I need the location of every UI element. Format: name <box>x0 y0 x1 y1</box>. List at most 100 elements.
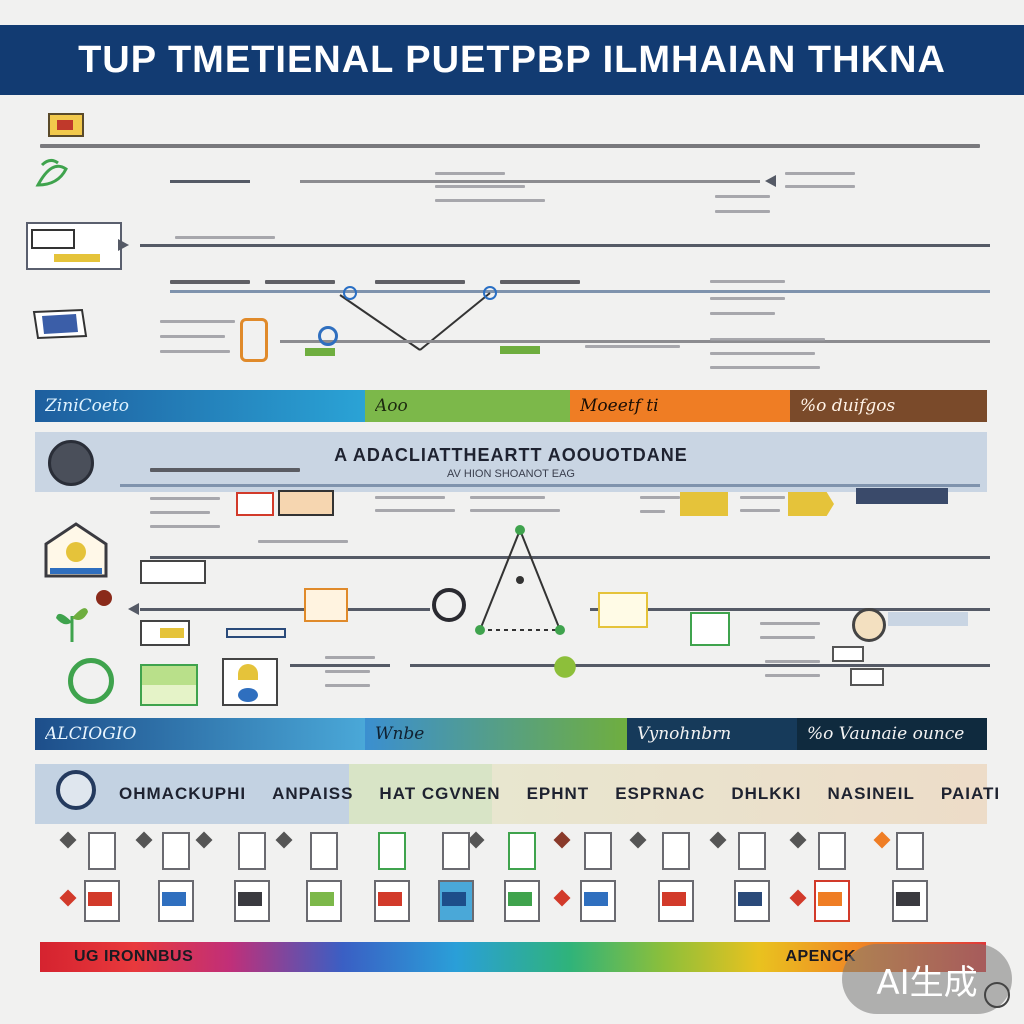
document-icon <box>26 222 122 270</box>
diamond-icon <box>789 889 807 907</box>
caption <box>710 352 815 355</box>
caption <box>740 509 780 512</box>
caption <box>710 280 785 283</box>
band-label: Vynohnbrn <box>637 724 732 744</box>
caption <box>258 540 348 543</box>
seedling-icon <box>52 598 92 644</box>
diamond-icon <box>789 831 807 849</box>
caption <box>325 656 375 659</box>
band-segment: Aoo <box>365 390 570 422</box>
band-label: Wnbe <box>375 724 425 744</box>
caption <box>150 468 300 472</box>
triangle-diagram <box>475 525 565 635</box>
footer-right-label: APENCK <box>785 948 856 965</box>
caption <box>710 297 785 300</box>
product-card <box>436 832 476 927</box>
table-icon <box>140 664 198 706</box>
caption <box>760 622 820 625</box>
band-label: ZiniCoeto <box>45 396 130 416</box>
caption <box>470 496 545 499</box>
plant-icon <box>305 348 335 356</box>
diamond-icon <box>135 831 153 849</box>
band-label: %o duifgos <box>800 396 896 416</box>
product-card <box>232 832 272 927</box>
product-card <box>656 832 696 927</box>
caption <box>150 511 210 514</box>
caption <box>715 210 770 213</box>
caption <box>175 236 275 239</box>
diamond-icon <box>629 831 647 849</box>
title-bar: TUP TMETIENAL PUETPBP ILMHAIAN THKNA <box>0 25 1024 95</box>
status-chip <box>856 488 948 504</box>
flow-line <box>280 340 700 343</box>
band-label: Aoo <box>375 396 408 416</box>
column-heading: HAT CGVNEN <box>379 784 501 803</box>
product-card <box>156 832 196 927</box>
home-icon <box>40 520 112 580</box>
connector-lines <box>339 286 497 351</box>
flow-line <box>590 608 990 611</box>
caption <box>785 172 855 175</box>
band-segment: ALCIOGIO <box>35 718 365 750</box>
plant-icon <box>500 346 540 354</box>
section-3-heading: OHMACKUPHI ANPAISS HAT CGVNEN EPHNT ESPR… <box>35 764 999 824</box>
band-segment: Moeetf ti <box>570 390 790 422</box>
gear-icon <box>318 326 338 346</box>
diamond-icon <box>275 831 293 849</box>
product-card <box>812 832 852 927</box>
footer-bar: UG IRONNBUS APENCK <box>40 942 986 972</box>
product-card <box>502 832 542 927</box>
caption <box>435 199 545 202</box>
column-heading: EPHNT <box>526 784 590 803</box>
caption <box>170 280 250 284</box>
flow-line <box>700 340 990 343</box>
column-heading: OHMACKUPHI <box>119 784 247 803</box>
product-card <box>732 832 772 927</box>
product-card <box>304 832 344 927</box>
caption <box>500 280 580 284</box>
band-segment: ZiniCoeto <box>35 390 365 422</box>
text-row <box>40 144 980 148</box>
caption <box>150 497 220 500</box>
diamond-icon <box>553 889 571 907</box>
status-chip <box>788 492 834 516</box>
plant-icon <box>690 612 730 646</box>
chart-card-icon <box>236 492 274 516</box>
flow-line <box>290 664 390 667</box>
band-label: Moeetf ti <box>580 396 659 416</box>
caption <box>585 345 680 348</box>
monitor-icon <box>32 308 88 340</box>
diamond-icon <box>59 831 77 849</box>
caption <box>265 280 335 284</box>
check-circle-icon <box>68 658 114 704</box>
caption <box>150 525 220 528</box>
folder-icon <box>304 588 348 622</box>
caption <box>760 636 815 639</box>
column-heading: PAIATI <box>940 784 1001 803</box>
product-card <box>578 832 618 927</box>
tool-icon <box>240 318 268 362</box>
power-icon <box>432 588 466 622</box>
caption <box>470 509 560 512</box>
caption <box>325 670 370 673</box>
diamond-icon <box>873 831 891 849</box>
flow-line <box>120 484 980 487</box>
lamp-icon <box>238 664 258 680</box>
flow-line <box>300 180 760 183</box>
band-segment: Wnbe <box>365 718 627 750</box>
caption <box>710 366 820 369</box>
band-segment: %o Vaunaie ounce <box>797 718 987 750</box>
page-title: TUP TMETIENAL PUETPBP ILMHAIAN THKNA <box>78 38 946 81</box>
product-card <box>372 832 412 927</box>
arrow-left-icon <box>128 603 139 615</box>
status-chip <box>850 668 884 686</box>
caption <box>435 172 505 175</box>
globe-icon <box>48 440 94 486</box>
product-card <box>82 832 122 927</box>
section-2-band: ALCIOGIO Wnbe Vynohnbrn %o Vaunaie ounce <box>35 718 987 750</box>
lock-icon <box>56 770 96 810</box>
product-card <box>890 832 930 927</box>
caption <box>375 496 445 499</box>
band-segment: Vynohnbrn <box>627 718 797 750</box>
caption <box>715 195 770 198</box>
